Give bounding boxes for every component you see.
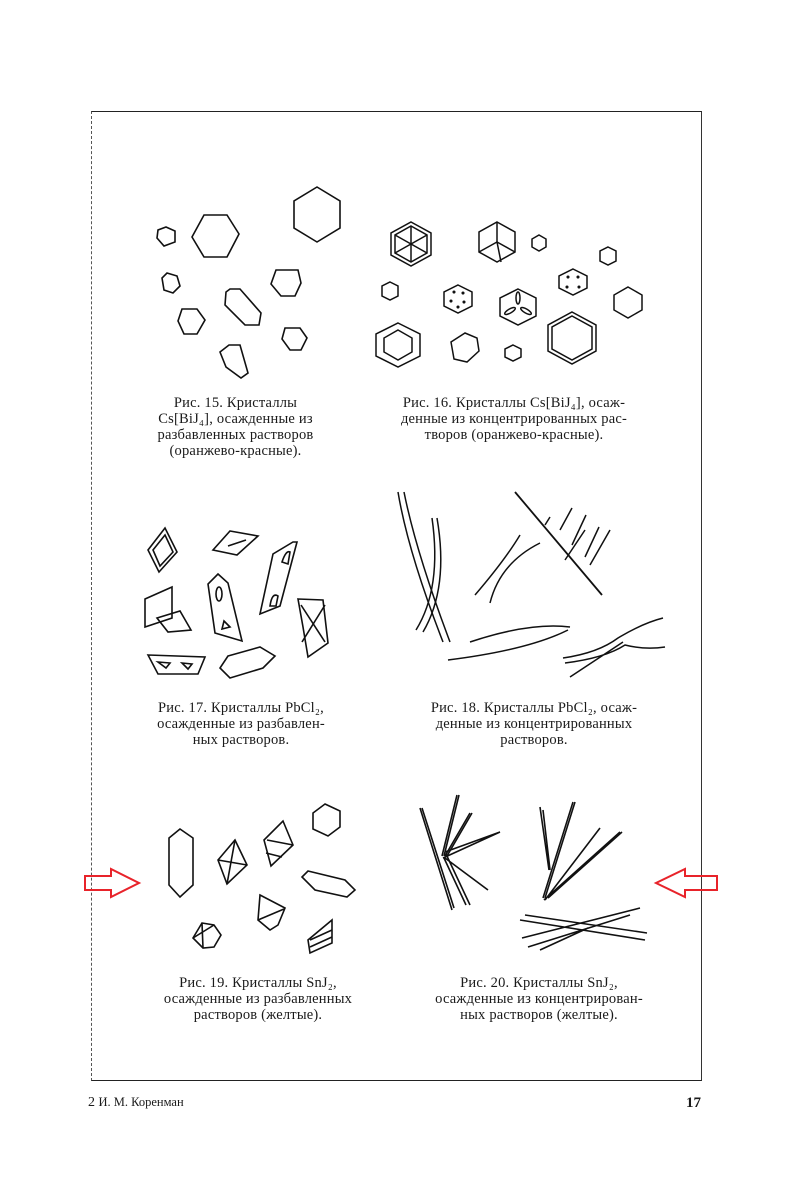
arrow-left-annotation bbox=[653, 867, 719, 904]
author-name: И. М. Коренман bbox=[98, 1095, 184, 1109]
figure-17-caption: Рис. 17. Кристаллы PbCl₂, осажденные из … bbox=[157, 700, 325, 748]
footer-signature: 2 И. М. Коренман bbox=[88, 1095, 184, 1111]
figure-20-drawing bbox=[400, 790, 670, 970]
page-number: 17 bbox=[686, 1095, 701, 1111]
figure-19-drawing bbox=[150, 795, 370, 965]
figure-18-caption: Рис. 18. Кристаллы PbCl₂, осаж- денные и… bbox=[430, 700, 638, 748]
figure-17-drawing bbox=[130, 510, 370, 690]
figure-19-caption: Рис. 19. Кристаллы SnJ₂, осажденные из р… bbox=[163, 975, 353, 1023]
arrow-right-annotation bbox=[83, 867, 143, 904]
page-frame bbox=[91, 111, 702, 1081]
figure-18-drawing bbox=[380, 485, 680, 685]
signature-number: 2 bbox=[88, 1095, 95, 1110]
figure-16-drawing bbox=[360, 200, 660, 380]
figure-16-caption: Рис. 16. Кристаллы Cs[BiJ₄], осаж- денны… bbox=[400, 395, 628, 443]
figure-15-drawing bbox=[140, 180, 350, 385]
figure-15-caption: Рис. 15. Кристаллы Cs[BiJ₄], осажденные … bbox=[157, 395, 314, 459]
figure-20-caption: Рис. 20. Кристаллы SnJ₂, осажденные из к… bbox=[435, 975, 643, 1023]
